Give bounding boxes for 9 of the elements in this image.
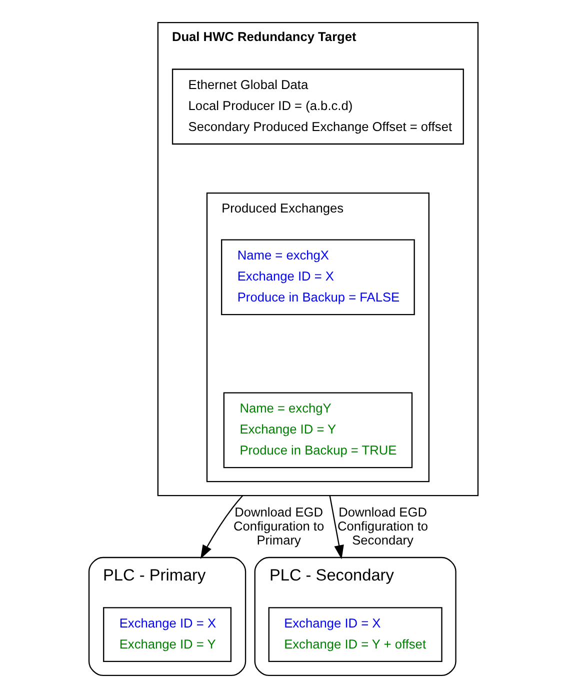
- node-box: Exchange ID = X Exchange ID = Y: [102, 607, 232, 662]
- node-box: Ethernet Global Data Local Producer ID = (a.b.c.d) Secondary Produced Exchange Offset = offset: [171, 68, 464, 145]
- arrow: [200, 495, 243, 560]
- arrow: [328, 495, 344, 560]
- node-box: Exchange ID = X Exchange ID = Y + offset: [268, 607, 442, 662]
- node-box: Name = exchgY Exchange ID = Y Produce in Backup = TRUE: [222, 392, 412, 468]
- edge-label: Download EGD Configuration to Primary: [233, 504, 324, 548]
- node-box: Name = exchgX Exchange ID = X Produce in Backup = FALSE: [220, 239, 414, 316]
- edge-label: Download EGD Configuration to Secondary: [336, 504, 428, 548]
